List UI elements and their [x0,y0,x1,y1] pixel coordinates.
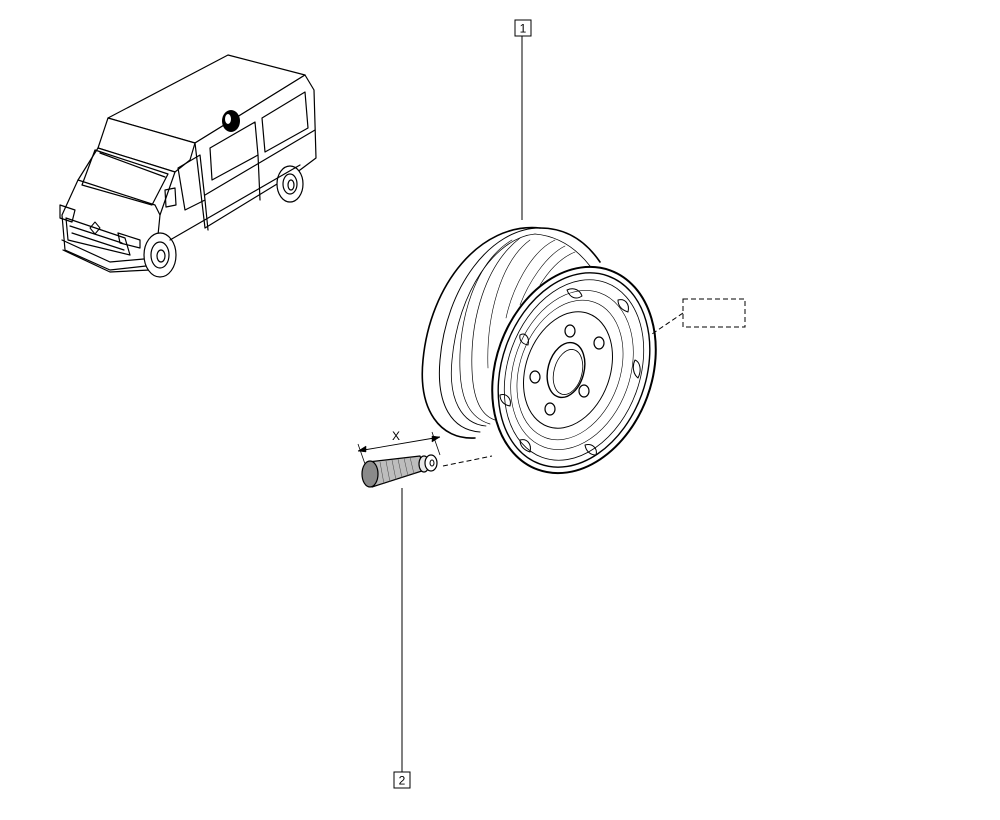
wheel-location-marker [222,110,240,132]
callout-2-number: 2 [399,774,406,788]
wheel-rim [421,226,657,475]
reference-box-leader [651,312,684,335]
callout-2: 2 [393,771,411,789]
van-illustration [59,54,317,278]
callout-1: 1 [514,19,532,37]
dimension-x [357,431,441,465]
reference-box [682,298,746,328]
callout-1-number: 1 [520,22,527,36]
dimension-x-label: X [392,429,400,443]
valve [361,454,438,488]
valve-hole-leader [442,455,493,467]
